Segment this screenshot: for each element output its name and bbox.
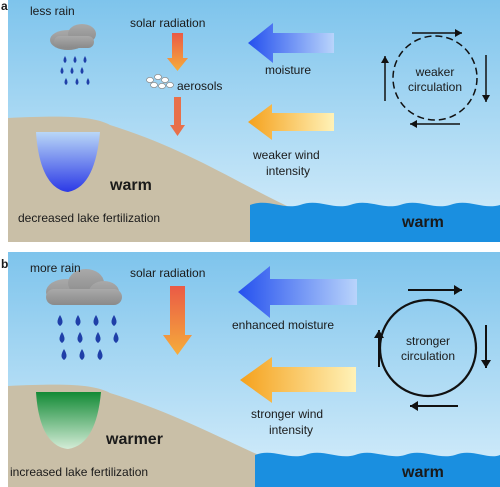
wind-label-b-2: intensity	[269, 423, 313, 437]
fertilization-label-a: decreased lake fertilization	[18, 211, 160, 225]
wind-label-a-1: weaker wind	[252, 148, 320, 162]
moisture-arrow	[238, 266, 357, 318]
cloud-icon	[50, 24, 96, 50]
rain-label-a: less rain	[30, 4, 75, 18]
rain-drops-icon	[57, 315, 119, 360]
wind-arrow	[240, 357, 356, 403]
solar-label-a: solar radiation	[130, 16, 205, 30]
solar-label-b: solar radiation	[130, 266, 205, 280]
fertilization-label-b: increased lake fertilization	[10, 465, 148, 479]
ocean-b	[255, 452, 500, 487]
circulation-stronger	[374, 285, 491, 411]
solar-arrow	[163, 286, 192, 355]
aerosol-label-a: aerosols	[177, 79, 222, 93]
panel-b: b more rain solar radiation enhanced moi…	[1, 252, 500, 487]
circulation-label-a-2: circulation	[408, 80, 462, 94]
lake-temp-label-a: warm	[109, 177, 152, 194]
panel-a: a less rain solar radiation aerosols moi…	[1, 0, 500, 242]
lake-temp-label-b: warmer	[105, 431, 163, 448]
ocean-temp-label-a: warm	[401, 214, 444, 231]
wind-label-a-2: intensity	[266, 164, 310, 178]
rain-drops-icon	[60, 56, 90, 85]
cloud-icon	[46, 269, 122, 305]
panel-divider	[0, 242, 500, 252]
circulation-label-b-2: circulation	[401, 349, 455, 363]
ocean-temp-label-b: warm	[401, 464, 444, 481]
moisture-label-b: enhanced moisture	[232, 318, 334, 332]
ocean-a	[250, 202, 500, 242]
aerosol-particles	[146, 74, 174, 89]
panel-b-letter: b	[1, 257, 8, 271]
panel-a-letter: a	[1, 0, 8, 13]
circulation-label-a-1: weaker	[415, 65, 455, 79]
aerosol-down-arrow	[170, 97, 185, 136]
rain-label-b: more rain	[30, 261, 81, 275]
lake-b	[36, 392, 101, 449]
lake-a	[36, 132, 100, 192]
wind-label-b-1: stronger wind	[251, 407, 323, 421]
moisture-arrow	[248, 23, 334, 63]
circulation-label-b-1: stronger	[406, 334, 450, 348]
wind-arrow	[248, 104, 334, 140]
circulation-weaker	[381, 29, 490, 128]
moisture-label-a: moisture	[265, 63, 311, 77]
solar-arrow	[167, 33, 188, 71]
